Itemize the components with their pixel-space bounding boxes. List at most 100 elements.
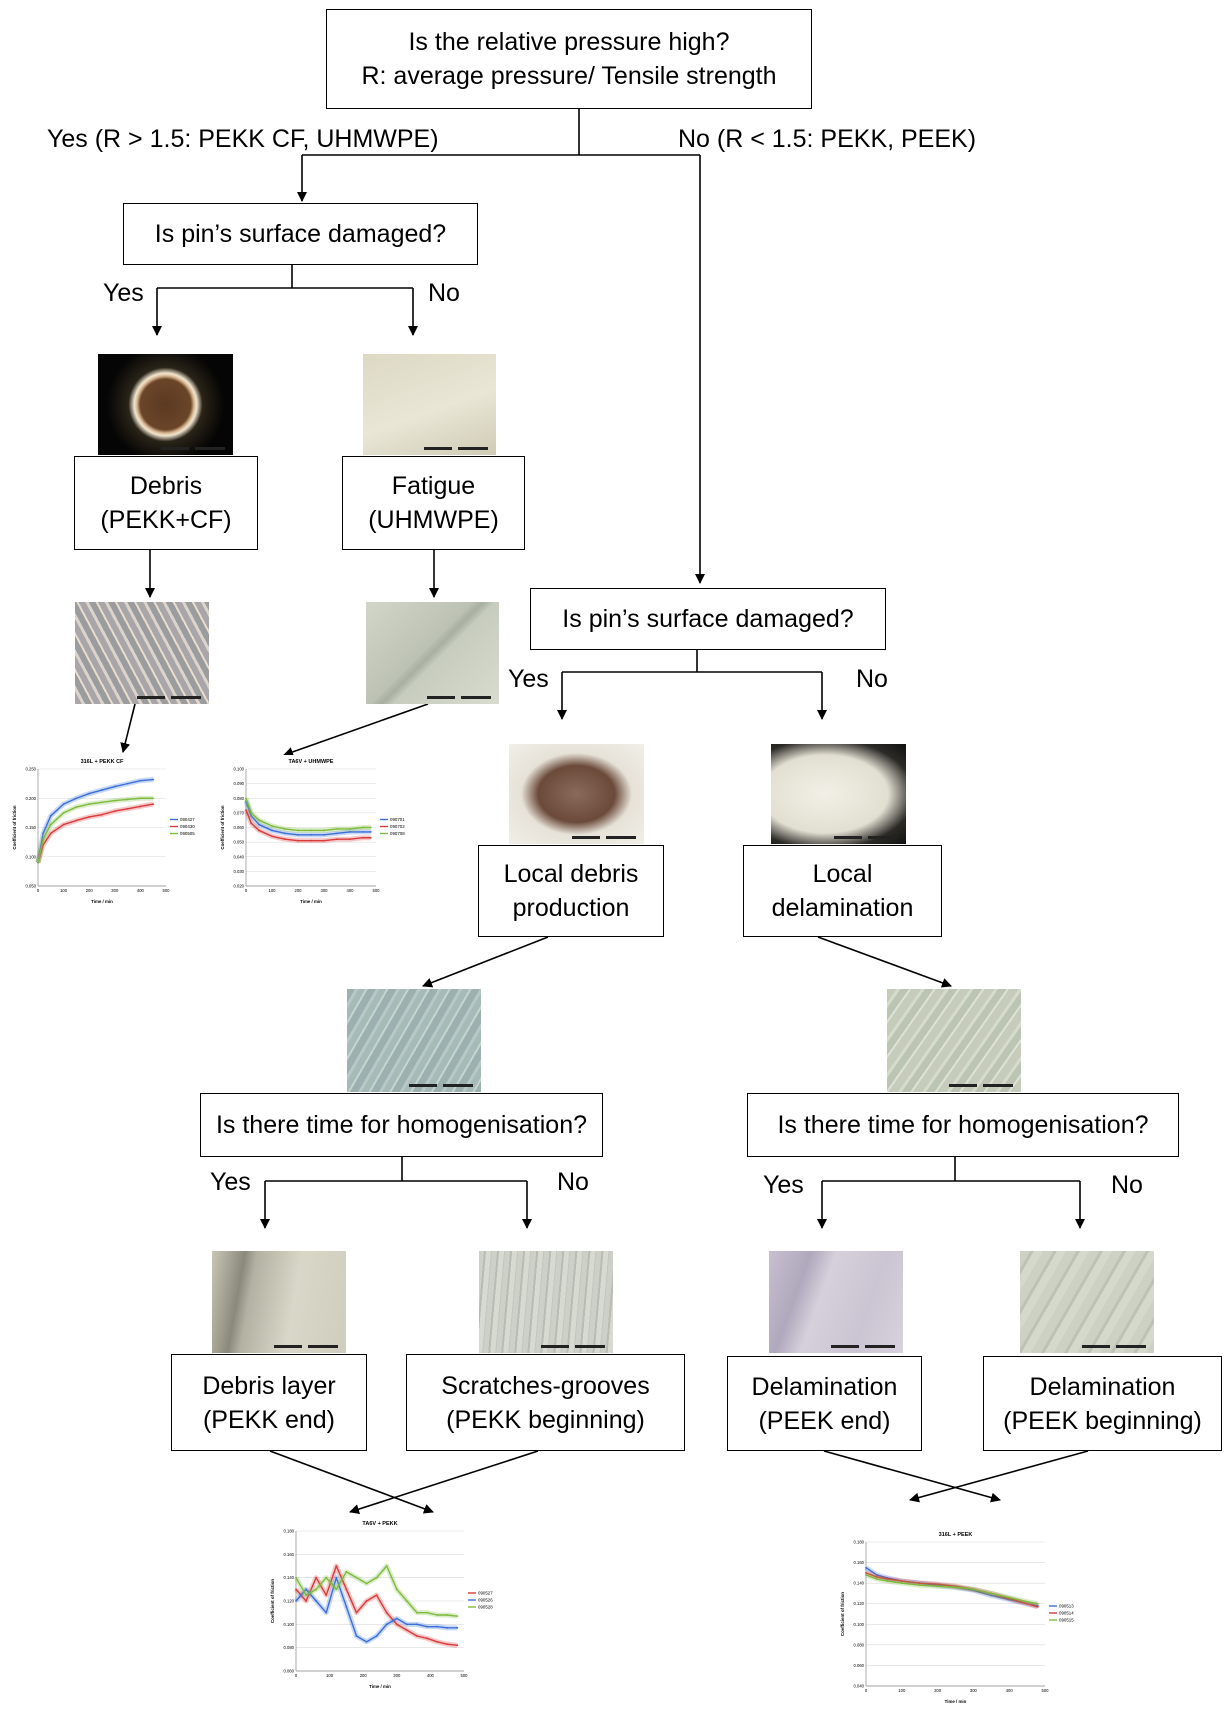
data-point (456, 1626, 459, 1629)
legend-label: 090528 (478, 1605, 493, 1610)
data-point (936, 1585, 939, 1588)
data-point (355, 1635, 358, 1637)
data-point (325, 1594, 328, 1597)
delam-end-photo (769, 1251, 903, 1353)
data-point (990, 1592, 993, 1595)
data-point (284, 828, 286, 830)
local-delam-pin-photo (771, 744, 906, 844)
data-point (865, 1571, 867, 1574)
right-no-label: No (856, 665, 888, 693)
data-point (310, 829, 312, 832)
data-point (405, 1600, 408, 1602)
data-point (75, 806, 78, 808)
data-point (375, 1635, 378, 1637)
data-point (362, 830, 364, 833)
scale-bar (831, 1345, 895, 1348)
local-delam-box: Local delamination (743, 845, 942, 937)
data-point (75, 819, 78, 822)
data-point (310, 833, 312, 836)
data-point (75, 797, 78, 800)
data-point (323, 829, 325, 832)
x-tick-label: 0 (37, 888, 40, 893)
data-point (152, 778, 155, 781)
y-tick-label: 0.120 (284, 1599, 295, 1604)
y-tick-label: 0.100 (234, 767, 245, 772)
local-debris-box: Local debris production (478, 845, 664, 937)
data-point (126, 807, 129, 810)
debris-layer-line2: (PEKK end) (202, 1405, 335, 1434)
local-debris-surface-photo (347, 989, 481, 1092)
data-point (49, 814, 52, 817)
data-point (88, 816, 91, 818)
data-point (416, 1611, 418, 1614)
data-point (295, 1588, 297, 1591)
data-point (355, 1611, 358, 1614)
y-tick-label: 0.200 (26, 796, 37, 801)
left-no-label: No (428, 279, 460, 307)
hom-right-box: Is there time for homogenisation? (747, 1093, 1179, 1157)
branch-no-label: No (R < 1.5: PEKK, PEEK) (678, 125, 977, 153)
chart-svg-3: 316L + PEEK0.0400.0600.0800.1000.1200.14… (840, 1532, 1074, 1704)
data-point (139, 805, 142, 808)
scale-bar (274, 1345, 338, 1348)
data-point (113, 810, 116, 813)
data-point (918, 1582, 921, 1585)
data-point (305, 1588, 307, 1591)
debris-material: (PEKK+CF) (100, 506, 232, 534)
x-tick-label: 200 (86, 888, 94, 893)
chart-title: TA6V + PEKK (362, 1521, 397, 1527)
local-debris-pin-photo (509, 744, 644, 844)
data-point (305, 1594, 307, 1597)
y-tick-label: 0.030 (234, 869, 245, 874)
x-tick-label: 100 (269, 888, 277, 893)
data-point (385, 1611, 388, 1614)
hom-left-question: Is there time for homogenisation? (215, 1111, 588, 1139)
data-point (315, 1600, 318, 1602)
y-tick-label: 0.060 (234, 825, 245, 830)
data-point (250, 814, 253, 817)
data-point (336, 828, 338, 830)
data-point (126, 798, 129, 801)
x-tick-label: 300 (111, 888, 119, 893)
y-axis-label: Coefficient of friction (12, 805, 17, 849)
data-point (42, 838, 45, 841)
legend-label: 090702 (390, 824, 405, 829)
series-line (865, 1572, 1039, 1608)
data-point (349, 838, 351, 841)
legend-label: 090515 (1059, 1618, 1074, 1623)
data-point (972, 1588, 975, 1591)
y-tick-label: 0.160 (854, 1560, 865, 1565)
data-point (101, 801, 103, 804)
data-point (323, 839, 325, 842)
data-point (365, 1600, 368, 1602)
x-tick-label: 300 (393, 1673, 401, 1678)
data-point (101, 789, 103, 791)
y-tick-label: 0.160 (284, 1552, 295, 1557)
y-tick-label: 0.250 (26, 767, 37, 772)
data-point (426, 1611, 428, 1614)
data-point (42, 832, 45, 835)
x-tick-label: 0 (865, 1688, 868, 1693)
y-tick-label: 0.060 (284, 1669, 295, 1674)
y-tick-label: 0.140 (284, 1575, 295, 1580)
data-point (245, 809, 247, 811)
data-point (271, 835, 273, 838)
y-tick-label: 0.040 (854, 1684, 865, 1689)
chart-title: 316L + PEEK (939, 1532, 973, 1538)
y-tick-label: 0.180 (854, 1540, 865, 1545)
data-point (446, 1643, 449, 1646)
fatigue-box: Fatigue (UHMWPE) (342, 456, 525, 550)
delam-begin-photo (1020, 1251, 1154, 1353)
data-point (284, 832, 286, 835)
data-point (990, 1594, 993, 1597)
debris-title: Debris (129, 472, 203, 500)
data-point (139, 797, 142, 800)
y-tick-label: 0.020 (234, 884, 245, 889)
left-question: Is pin’s surface damaged? (154, 220, 447, 248)
series-band (865, 1572, 1039, 1607)
data-point (1036, 1605, 1039, 1608)
data-point (126, 782, 129, 785)
scale-bar (834, 836, 898, 839)
